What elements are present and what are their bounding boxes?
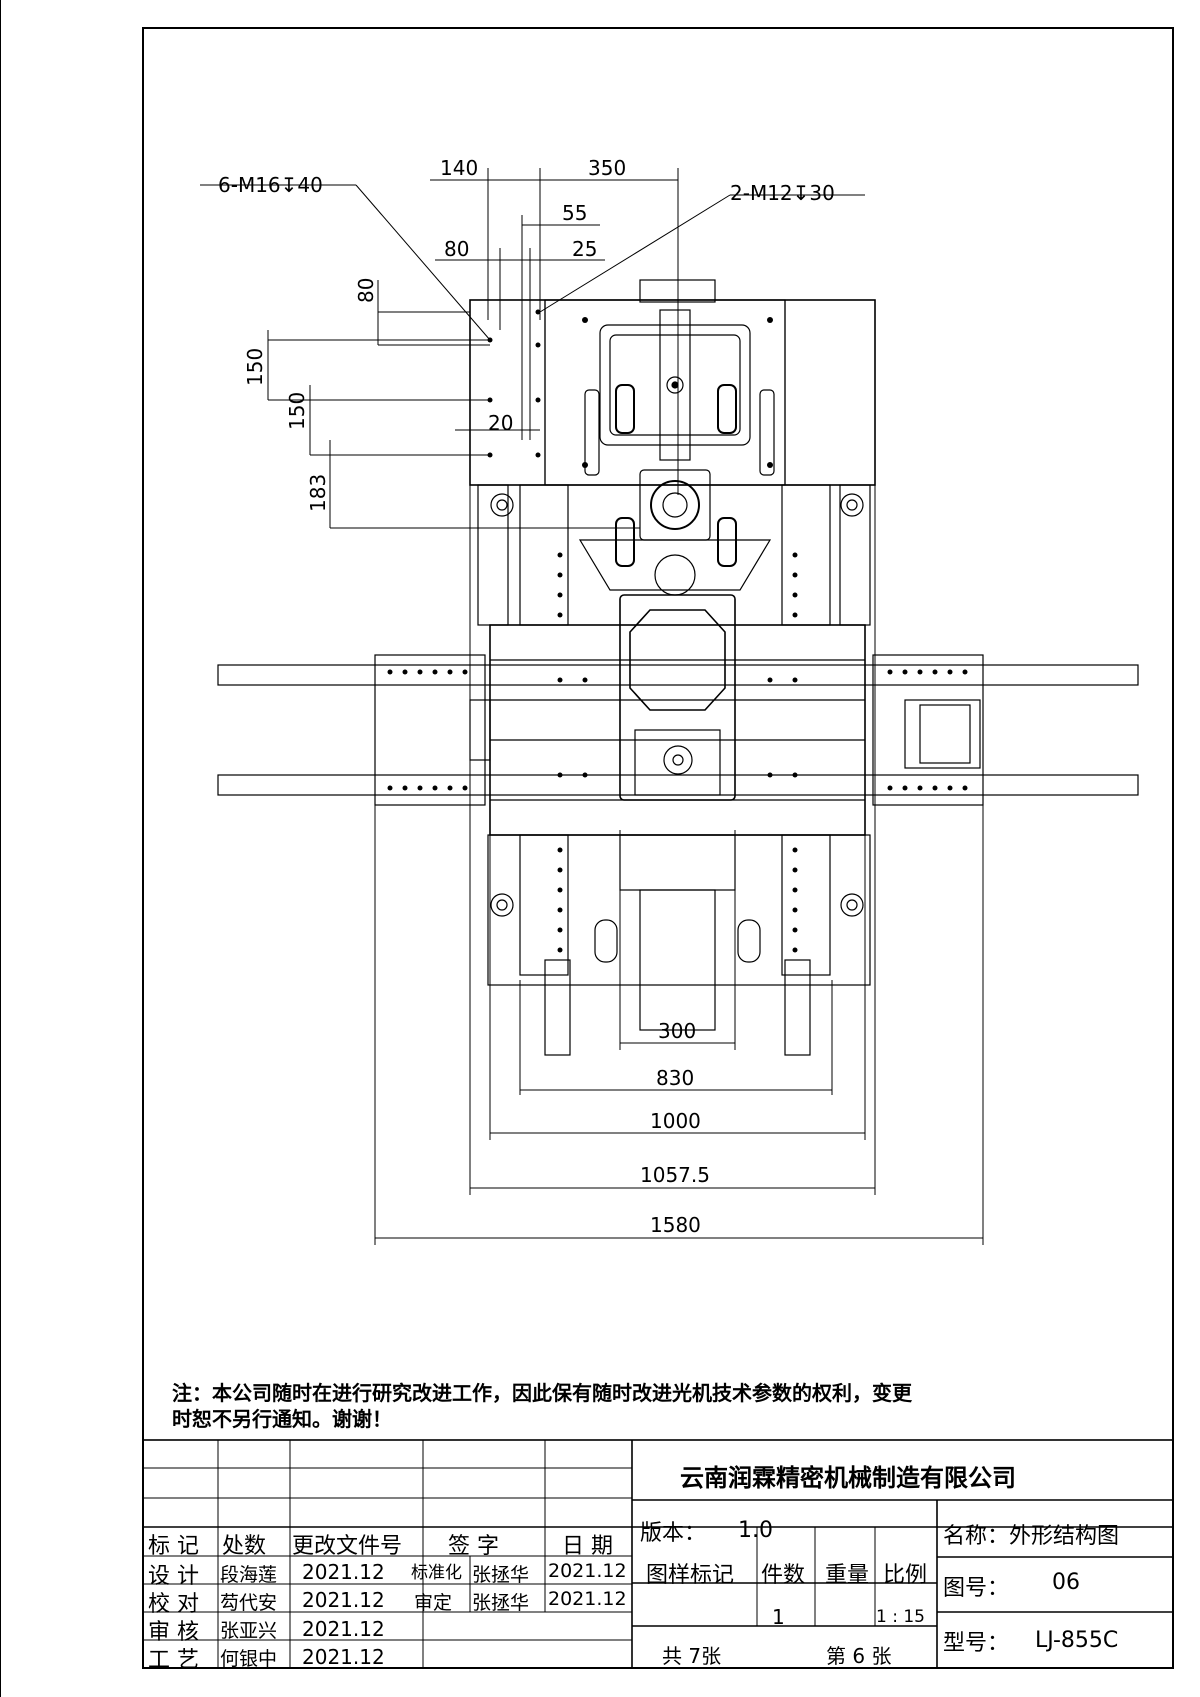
dim-1057-5: 1057.5 <box>640 1163 710 1187</box>
rail-bolt-holes <box>387 309 968 953</box>
dim-25: 25 <box>572 237 597 261</box>
weight-label: 重量 <box>825 1563 870 1588</box>
standardization-date: 2021.12 <box>548 1560 627 1582</box>
title-block-grid <box>142 1439 1174 1669</box>
header-doc-no: 更改文件号 <box>292 1534 403 1559</box>
dim-140: 140 <box>440 156 478 180</box>
header-mark: 标 记 <box>148 1534 199 1559</box>
dim-80-horizontal: 80 <box>444 237 469 261</box>
approve-label: 审定 <box>414 1592 453 1614</box>
dim-80-vertical: 80 <box>354 278 378 303</box>
design-label: 设 计 <box>148 1564 199 1589</box>
approve-name: 张拯华 <box>472 1592 530 1614</box>
disclaimer-note: 注：本公司随时在进行研究改进工作，因此保有随时改进光机技术参数的权利，变更 时恕… <box>172 1380 1162 1432</box>
standardization-name: 张拯华 <box>472 1564 530 1586</box>
process-name: 何银中 <box>220 1648 278 1670</box>
review-name: 张亚兴 <box>220 1620 278 1642</box>
drawing-no-label: 图号： <box>943 1576 1010 1601</box>
standardization-label: 标准化 <box>411 1563 462 1583</box>
dim-150-b: 150 <box>285 392 309 430</box>
dim-1000: 1000 <box>650 1109 701 1133</box>
header-date: 日 期 <box>562 1534 613 1559</box>
design-name: 段海莲 <box>220 1564 278 1586</box>
model-value: LJ-855C <box>1035 1628 1119 1653</box>
header-sign: 签 字 <box>448 1534 499 1559</box>
quantity-value: 1 <box>772 1605 785 1629</box>
scale-value: 1 : 15 <box>876 1607 925 1627</box>
drawing-no-value: 06 <box>1052 1570 1080 1595</box>
dim-1580: 1580 <box>650 1213 701 1237</box>
dimension-labels: 140 350 55 80 25 20 6-M16↧40 2-M12↧30 80… <box>218 156 835 1237</box>
quantity-label: 件数 <box>761 1563 806 1588</box>
dim-300: 300 <box>658 1019 696 1043</box>
design-date: 2021.12 <box>302 1560 385 1584</box>
dim-350: 350 <box>588 156 626 180</box>
version-label: 版本： <box>640 1521 707 1546</box>
dim-55: 55 <box>562 201 587 225</box>
thread-note-6-m16: 6-M16↧40 <box>218 173 323 197</box>
model-label: 型号： <box>943 1631 1010 1656</box>
dimension-lines <box>200 168 984 1245</box>
disclaimer-line-2: 时恕不另行通知。谢谢！ <box>172 1407 392 1431</box>
sample-mark-label: 图样标记 <box>646 1563 735 1588</box>
approve-date: 2021.12 <box>548 1588 627 1610</box>
total-sheets: 共 7张 <box>662 1644 722 1668</box>
process-date: 2021.12 <box>302 1645 385 1669</box>
drawing-name: 名称：外形结构图 <box>943 1524 1120 1549</box>
version-value: 1.0 <box>738 1518 773 1543</box>
company-name: 云南润霖精密机械制造有限公司 <box>680 1464 1016 1492</box>
review-date: 2021.12 <box>302 1617 385 1641</box>
review-label: 审 核 <box>148 1620 199 1645</box>
disclaimer-line-1: 注：本公司随时在进行研究改进工作，因此保有随时改进光机技术参数的权利，变更 <box>172 1381 912 1405</box>
dim-150-a: 150 <box>243 348 267 386</box>
process-label: 工 艺 <box>148 1648 199 1673</box>
header-count: 处数 <box>222 1534 267 1559</box>
dim-20: 20 <box>488 411 513 435</box>
sheet-number: 第 6 张 <box>826 1644 892 1668</box>
thread-note-2-m12: 2-M12↧30 <box>730 181 835 205</box>
scale-label: 比例 <box>883 1563 928 1588</box>
dim-830: 830 <box>656 1066 694 1090</box>
check-label: 校 对 <box>148 1592 199 1617</box>
check-date: 2021.12 <box>302 1588 385 1612</box>
dim-183: 183 <box>306 474 330 512</box>
check-name: 芶代安 <box>220 1592 278 1614</box>
